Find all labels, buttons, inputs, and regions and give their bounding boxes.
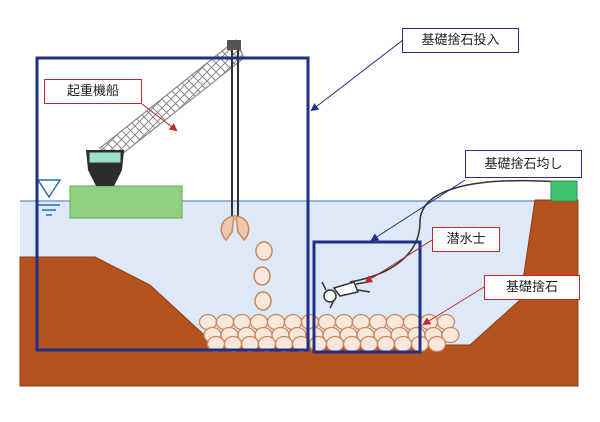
diver-icon [321,281,371,309]
water-level-marker-icon [36,179,62,216]
stone-leveling-frame [312,240,422,354]
falling-stones [253,241,273,311]
foundation-stone [342,335,362,353]
grab-bucket-icon [220,215,250,242]
foundation-stone [427,335,447,353]
crane-ship-icon [69,39,245,219]
label-stone-leveling: 基礎捨石均し [465,150,582,178]
stone-leveling-leader [370,179,466,242]
falling-stone [255,241,273,261]
foundation-stone [325,335,345,353]
foundation-stone-mound [198,313,460,353]
foundation-stone [393,335,413,353]
label-diver: 潜水士 [432,227,500,252]
label-crane-ship: 起重機船 [44,79,142,104]
stone-dumping-leader [310,39,404,112]
foundation-stone [308,335,328,353]
falling-stone [254,291,272,311]
crane-ship-leader [141,103,178,132]
seabed [19,199,579,387]
foundation-stone [376,335,396,353]
diver-umbilical-hose [349,179,561,283]
foundation-stone [359,335,379,353]
barge-hull [69,185,183,219]
stone-dumping-frame [35,56,310,352]
label-foundation-stone: 基礎捨石 [484,275,580,300]
cabin-window [88,151,122,164]
shore-rig [550,180,578,202]
label-stone-dumping: 基礎捨石投入 [402,28,519,53]
diver-leader [364,239,433,284]
boom-tip [227,40,241,50]
foundation-stone [441,326,460,344]
foundation-stone-leader [422,286,485,326]
falling-stone [253,266,271,286]
